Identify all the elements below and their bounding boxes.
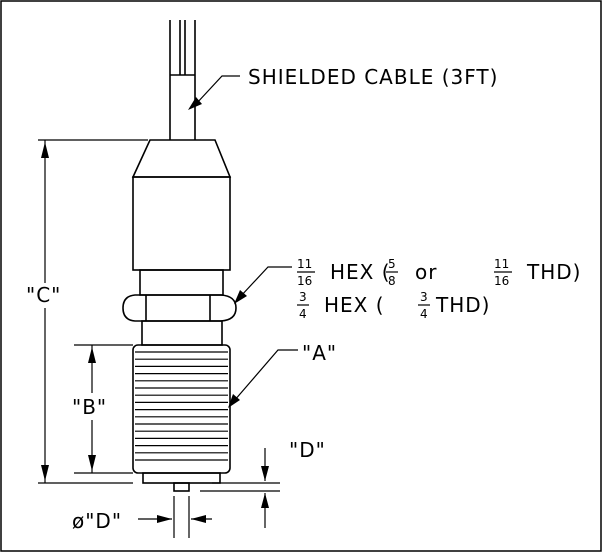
frac-c-den: 16 bbox=[494, 274, 509, 288]
dim-c-label: "C" bbox=[26, 283, 61, 307]
dim-d-bottom-label: ø"D" bbox=[72, 509, 122, 533]
frac-a-num: 11 bbox=[297, 257, 312, 271]
frac-a-den: 16 bbox=[297, 274, 312, 288]
thd-text-1: THD) bbox=[526, 260, 581, 284]
hex-callout-line1: 11 16 HEX ( 5 8 or 11 16 THD) bbox=[297, 257, 581, 288]
dim-a-leader bbox=[228, 349, 298, 408]
hex-callout-line2: 3 4 HEX ( 3 4 THD) bbox=[297, 290, 490, 321]
threaded-section bbox=[132, 344, 231, 474]
dim-d-bottom bbox=[138, 496, 212, 538]
dim-d-right bbox=[200, 448, 280, 528]
frac-d-den: 4 bbox=[299, 307, 307, 321]
hex-text-1: HEX ( bbox=[330, 260, 391, 284]
shielded-cable bbox=[169, 20, 196, 140]
frac-b-num: 5 bbox=[388, 257, 396, 271]
frac-d-num: 3 bbox=[299, 290, 307, 304]
thd-text-2: THD) bbox=[435, 293, 490, 317]
cable-leader bbox=[188, 75, 240, 110]
frac-e-num: 3 bbox=[420, 290, 428, 304]
cable-label: SHIELDED CABLE (3FT) bbox=[248, 65, 498, 89]
dim-c bbox=[38, 139, 148, 484]
frac-b-den: 8 bbox=[388, 274, 396, 288]
frac-e-den: 4 bbox=[420, 307, 428, 321]
or-text: or bbox=[415, 260, 437, 284]
dim-b bbox=[74, 344, 133, 474]
hex-text-2: HEX ( bbox=[324, 293, 385, 317]
dim-a-label: "A" bbox=[302, 341, 337, 365]
hex-leader bbox=[234, 266, 292, 304]
dim-b-label: "B" bbox=[72, 395, 107, 419]
sensor-tip bbox=[173, 482, 190, 492]
frac-c-num: 11 bbox=[494, 257, 509, 271]
dim-d-right-label: "D" bbox=[289, 438, 326, 462]
